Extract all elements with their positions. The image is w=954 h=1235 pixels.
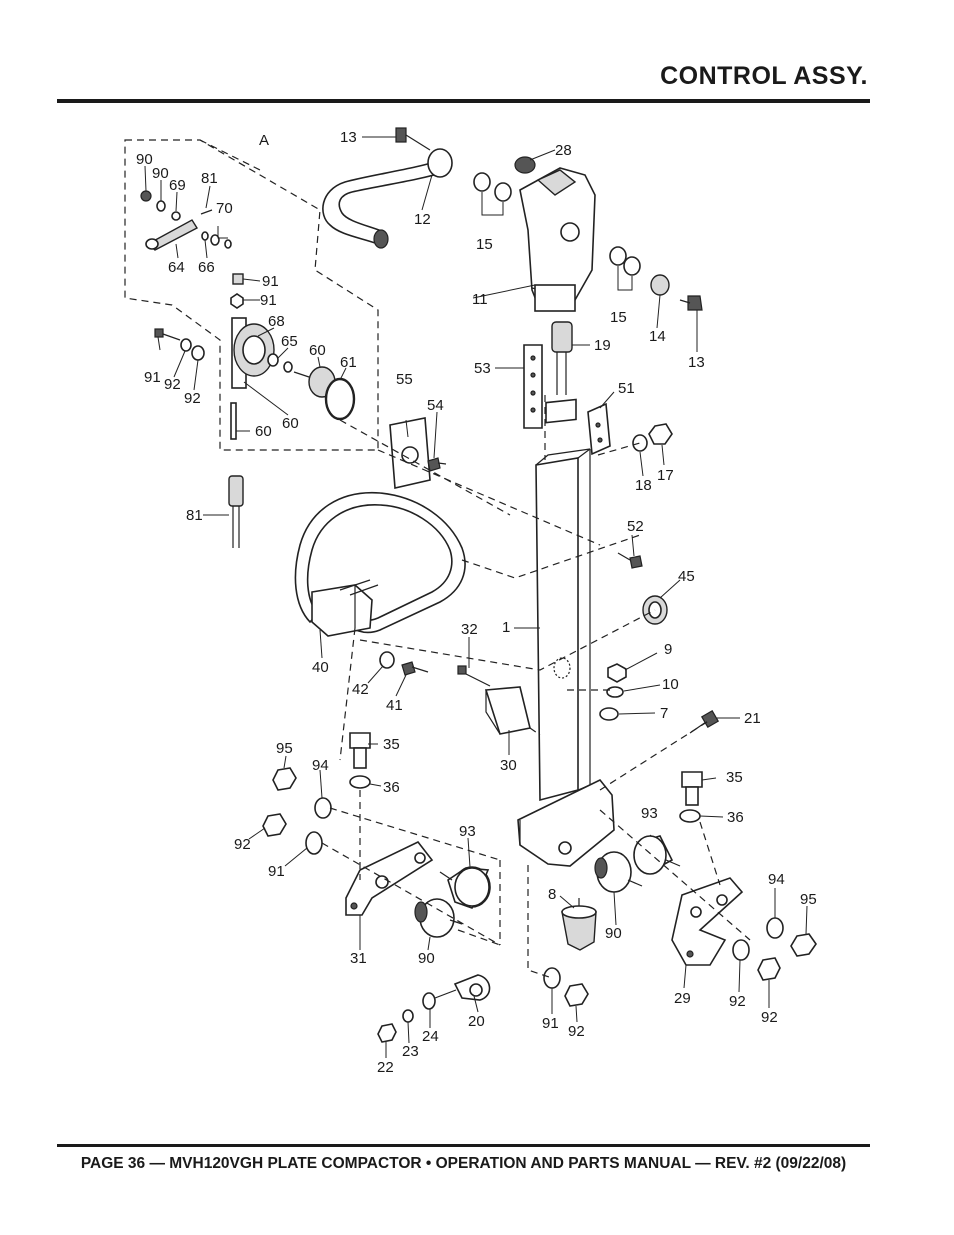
callout: 54 [427, 397, 444, 414]
callout: 12 [414, 211, 431, 228]
callout: 92 [761, 1009, 778, 1026]
callout: 42 [352, 681, 369, 698]
detail-a-label: A [259, 132, 269, 149]
callout: 60 [309, 342, 326, 359]
callout: 93 [641, 805, 658, 822]
callout: 90 [136, 151, 153, 168]
callout: 29 [674, 990, 691, 1007]
callout: 24 [422, 1028, 439, 1045]
callout: 92 [164, 376, 181, 393]
mount-bracket-30 [345, 840, 434, 916]
callout: 65 [281, 333, 298, 350]
callout: 13 [340, 129, 357, 146]
main-tube [535, 457, 579, 802]
callout: 90 [605, 925, 622, 942]
callout: 91 [144, 369, 161, 386]
callout: 92 [234, 836, 251, 853]
callout: 92 [729, 993, 746, 1010]
callout: 94 [312, 757, 329, 774]
callout: 21 [744, 710, 761, 727]
callout: 10 [662, 676, 679, 693]
callout: 30 [500, 757, 517, 774]
callout: 95 [800, 891, 817, 908]
callout: 66 [198, 259, 215, 276]
callout: 51 [618, 380, 635, 397]
callout: 95 [276, 740, 293, 757]
callout: 13 [688, 354, 705, 371]
callout: 45 [678, 568, 695, 585]
callout: 15 [476, 236, 493, 253]
callout: 69 [169, 177, 186, 194]
callout: 22 [377, 1059, 394, 1076]
callout: 17 [657, 467, 674, 484]
callout: 93 [459, 823, 476, 840]
callout: 41 [386, 697, 403, 714]
callout: 52 [627, 518, 644, 535]
callout: 8 [548, 886, 556, 903]
callout: 91 [268, 863, 285, 880]
callout: 23 [402, 1043, 419, 1060]
callout: 91 [262, 273, 279, 290]
callout: 92 [568, 1023, 585, 1040]
plate-51 [523, 344, 543, 429]
callout: 70 [216, 200, 233, 217]
callout: 35 [726, 769, 743, 786]
callout: 60 [282, 415, 299, 432]
callout: 64 [168, 259, 185, 276]
callout: 28 [555, 142, 572, 159]
callout: 55 [396, 371, 413, 388]
lower-handle-loop [294, 491, 466, 634]
callout: 53 [474, 360, 491, 377]
callout: 92 [184, 390, 201, 407]
callout: 9 [664, 641, 672, 658]
detail-a-boundary [124, 139, 379, 451]
footer-rule [57, 1144, 870, 1147]
callout: 91 [260, 292, 277, 309]
callout: 19 [594, 337, 611, 354]
page-title: CONTROL ASSY. [660, 62, 868, 90]
callout: 61 [340, 354, 357, 371]
callout: 20 [468, 1013, 485, 1030]
callout: 40 [312, 659, 329, 676]
header-rule [57, 99, 870, 103]
callout: 60 [255, 423, 272, 440]
cable-bracket [484, 686, 531, 735]
callout: 90 [418, 950, 435, 967]
callout: 31 [350, 950, 367, 967]
callout: 11 [472, 291, 488, 308]
callout: 36 [727, 809, 744, 826]
callout: 15 [610, 309, 627, 326]
callout: 68 [268, 313, 285, 330]
callout: 1 [502, 619, 510, 636]
callout: 35 [383, 736, 400, 753]
callout: 94 [768, 871, 785, 888]
page-footer: PAGE 36 — MVH120VGH PLATE COMPACTOR • OP… [80, 1155, 847, 1172]
callout: 32 [461, 621, 478, 638]
callout: 81 [201, 170, 218, 187]
callout: 36 [383, 779, 400, 796]
callout: 90 [152, 165, 169, 182]
callout: 81 [186, 507, 203, 524]
mount-bracket-29 [671, 877, 744, 966]
callout: 91 [542, 1015, 559, 1032]
callout: 18 [635, 477, 652, 494]
base-bracket [517, 779, 615, 867]
callout: 14 [649, 328, 666, 345]
handle-housing [519, 167, 596, 311]
callout: 7 [660, 705, 668, 722]
